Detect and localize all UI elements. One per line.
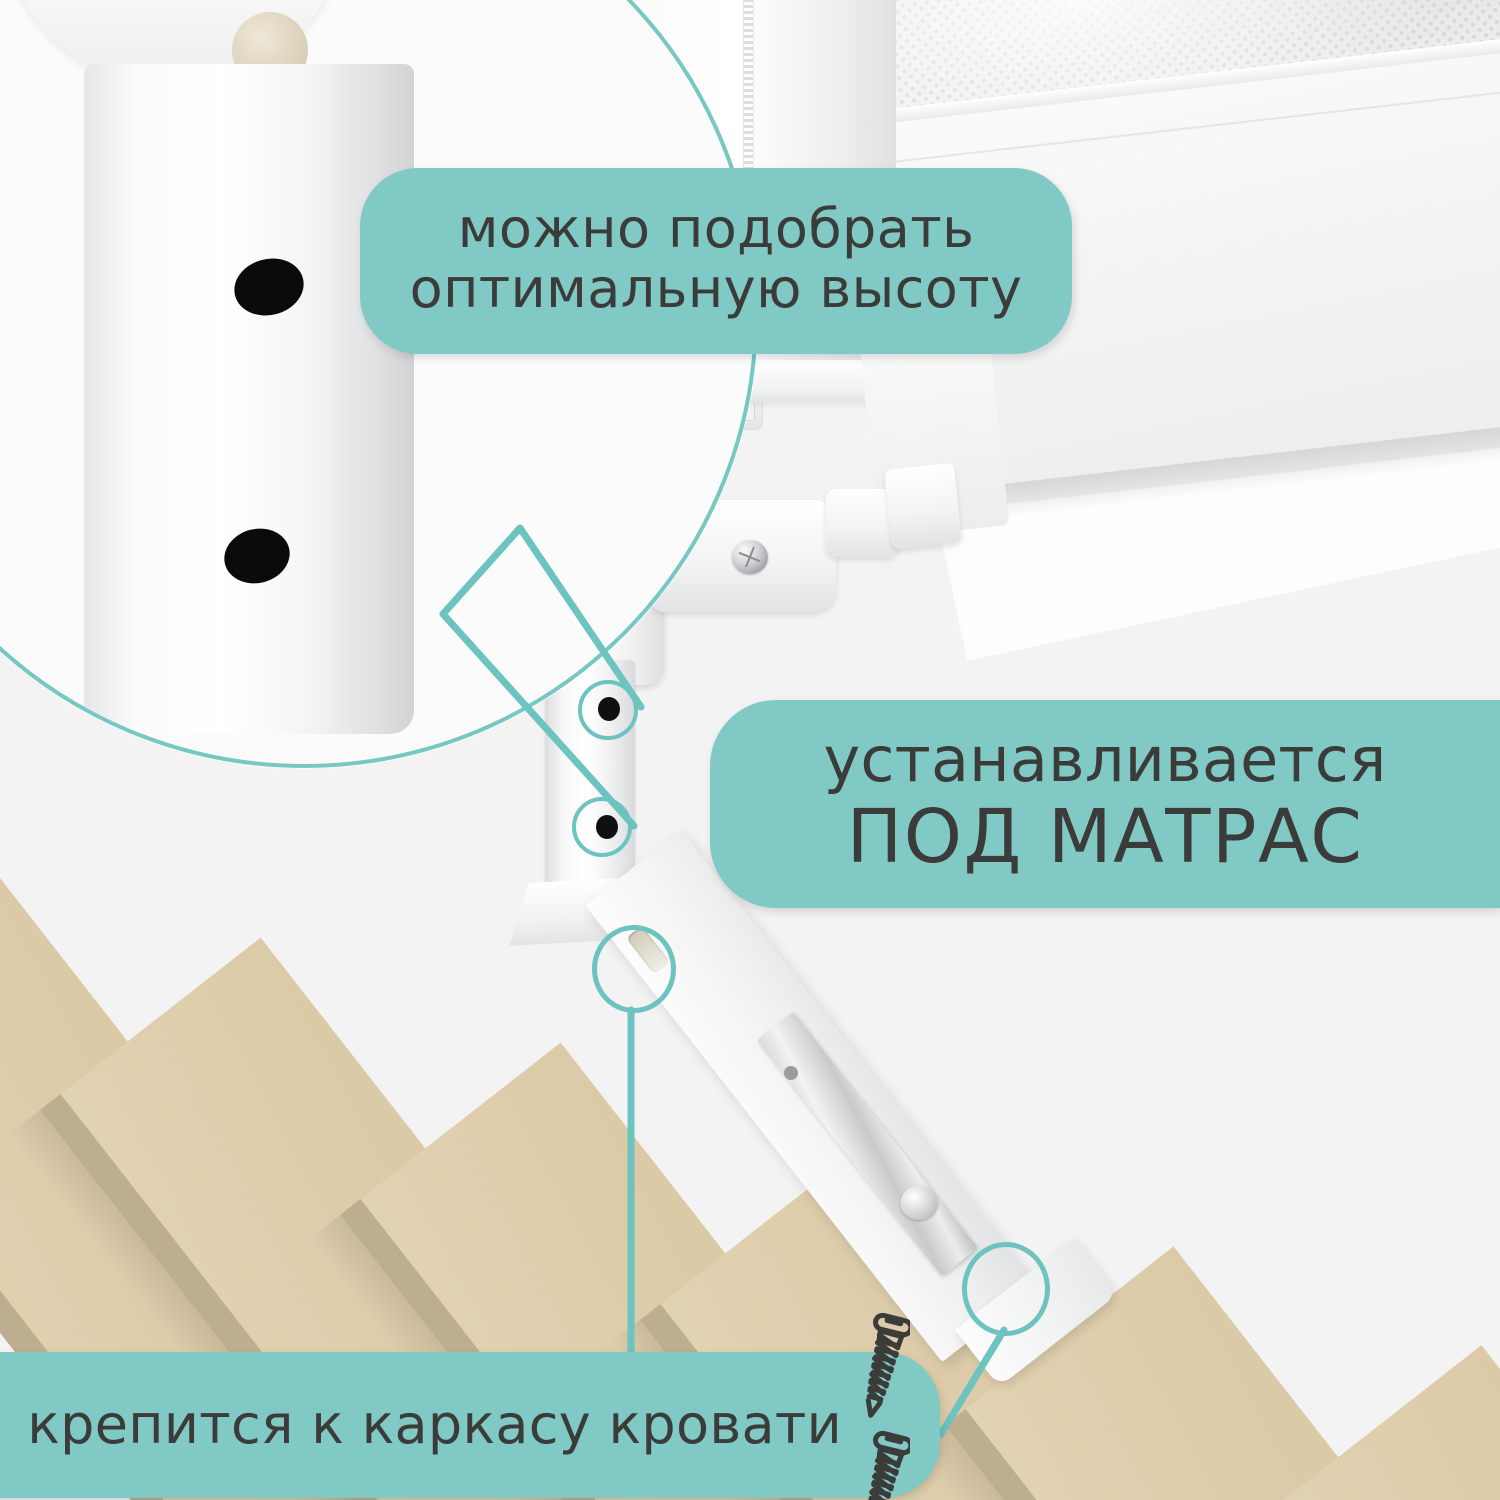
callout-height-line1: можно подобрать — [457, 196, 975, 260]
hole-ring-lower — [572, 797, 632, 857]
magnified-post — [84, 64, 414, 734]
slot-ring — [592, 925, 676, 1013]
callout-mattress: устанавливается ПОД МАТРАС — [710, 700, 1500, 908]
bracket-ring — [962, 1242, 1050, 1336]
callout-frame: крепится к каркасу кровати — [0, 1312, 940, 1500]
screw-icon — [866, 1430, 910, 1500]
arm-screw — [732, 540, 768, 574]
arm-rail-joint — [884, 462, 962, 550]
callout-height: можно подобрать оптимальную высоту — [360, 168, 1072, 354]
callout-mattress-line1: устанавливается — [823, 722, 1387, 796]
arm-connector-stub — [826, 489, 898, 557]
hole-ring-upper — [578, 680, 638, 740]
bracket-rivet — [900, 1186, 938, 1220]
magnifier-inset — [0, 0, 758, 768]
callout-mattress-line2: ПОД МАТРАС — [846, 794, 1364, 881]
screw-icons-group — [858, 1307, 910, 1500]
screw-icon — [865, 1312, 910, 1418]
callout-frame-line1: крепится к каркасу кровати — [27, 1392, 842, 1456]
bracket-hole — [784, 1066, 798, 1080]
callout-height-line2: оптимальную высоту — [409, 257, 1023, 320]
